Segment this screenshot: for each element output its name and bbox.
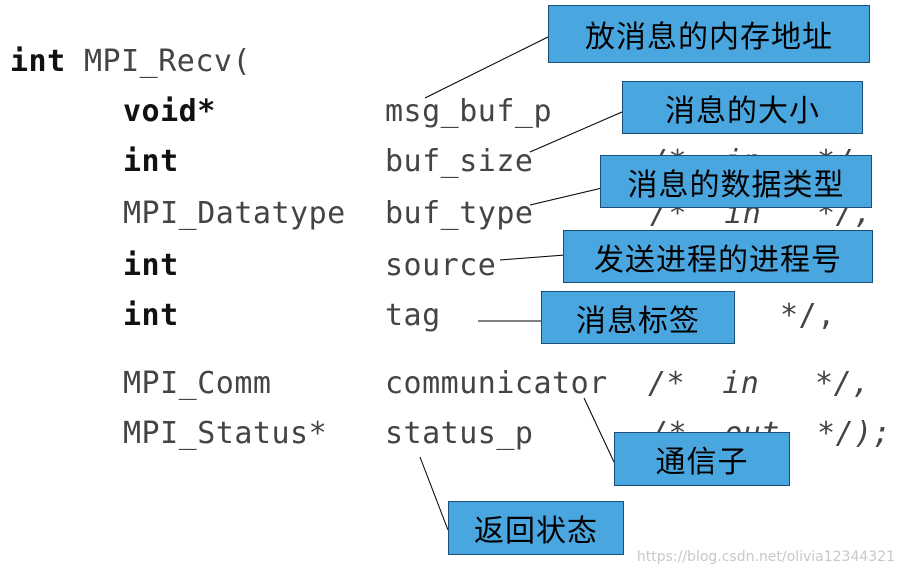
param-name-status: status_p [385,416,534,451]
param-type-buf-size: int [123,144,179,179]
param-name-buf-type: buf_type [385,196,534,231]
annotation-status: 返回状态 [448,501,624,555]
param-type-msg-buf: void* [123,94,216,129]
param-name-comm: communicator [385,366,608,401]
connector-status [419,456,449,531]
param-type-source: int [123,248,179,283]
param-name-source: source [385,248,497,283]
annotation-buf-type: 消息的数据类型 [600,155,872,208]
param-comment-comm: /* in */, [648,366,871,401]
connector-comm [583,397,615,463]
param-name-tag: tag [385,298,441,333]
param-name-msg-buf: msg_buf_p [385,94,553,129]
annotation-msg-buf: 放消息的内存地址 [548,5,870,63]
connector-buf-type [529,187,603,206]
param-type-buf-type: MPI_Datatype [123,196,346,231]
function-name: MPI_Recv( [84,44,252,79]
param-name-buf-size: buf_size [385,144,534,179]
param-comment-tag: */, [780,298,836,333]
param-type-status: MPI_Status* [123,416,328,451]
connector-buf-size [529,111,623,153]
annotation-comm: 通信子 [614,432,790,486]
return-type: int [10,44,66,79]
annotation-buf-size: 消息的大小 [622,81,863,134]
annotation-tag: 消息标签 [541,291,735,344]
param-type-tag: int [123,298,179,333]
connector-msg-buf [424,35,551,99]
connector-source [499,254,566,261]
annotation-source: 发送进程的进程号 [563,230,873,283]
watermark: https://blog.csdn.net/olivia12344321 [636,549,895,565]
param-type-comm: MPI_Comm [123,366,272,401]
